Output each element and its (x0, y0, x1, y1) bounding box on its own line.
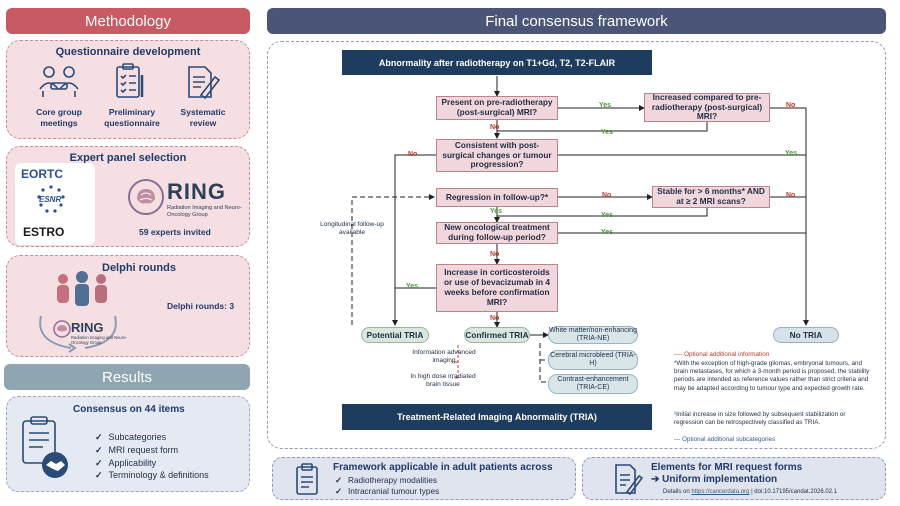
ring-logo-text: RING (167, 179, 226, 204)
delphi-rounds-count: Delphi rounds: 3 (167, 301, 235, 311)
core-group-icon (39, 66, 79, 97)
q-increased: Increased compared to pre-radiotherapy (… (644, 92, 770, 122)
legend-optional-sub: --- Optional additional subcategories (674, 436, 776, 443)
no-label: No (490, 124, 500, 131)
no-label: No (786, 102, 796, 109)
info-advanced-imaging: Information advanced imaging (412, 349, 476, 365)
no-label: No (602, 192, 612, 199)
applicability-item: Radiotherapy modalities (335, 475, 439, 486)
doi-text: | doi:10.17195/candat.2026.02.1 (751, 489, 838, 495)
results-item: MRI request form (95, 444, 209, 457)
applicability-list: Radiotherapy modalities Intracranial tum… (335, 475, 439, 497)
sub-tria-h: Cerebral microbleed (TRIA-H) (548, 350, 638, 370)
potential-tria: Potential TRIA (361, 327, 429, 343)
confirmed-tria: Confirmed TRIA (464, 327, 530, 343)
experts-invited: 59 experts invited (139, 227, 211, 237)
yes-label: Yes (785, 150, 798, 157)
edit-document-icon (615, 464, 643, 496)
elements-title: Elements for MRI request forms (651, 462, 803, 473)
ring-small-subtitle: Radiation Imaging and Neuro-Oncology Gro… (71, 335, 127, 345)
no-tria: No TRIA (773, 327, 839, 343)
sub-tria-ne: White matter/non-enhancing (TRIA-NE) (548, 326, 638, 344)
results-header: Results (4, 364, 250, 390)
ring-small-logo: RING (71, 320, 104, 335)
details-prefix: Details on (663, 489, 690, 495)
yes-label: Yes (601, 229, 614, 236)
q-consistent: Consistent with post-surgical changes or… (436, 139, 558, 172)
cycle-arrows-icon (39, 315, 117, 353)
no-label: No (408, 151, 418, 158)
footnote-initial-increase: ¹Initial increase in size followed by su… (674, 411, 846, 427)
expert-panel: Expert panel selection EORTC ESNR ESTRO … (6, 146, 250, 247)
questionnaire-panel: Questionnaire development Core group mee… (6, 40, 250, 139)
questionnaire-icon (116, 63, 144, 98)
expert-panel-title: Expert panel selection (69, 152, 187, 164)
applicability-panel: Framework applicable in adult patients a… (272, 457, 576, 500)
q-regression: Regression in follow-up?* (436, 188, 558, 207)
footnote-stability: *With the exception of high-grade glioma… (674, 360, 870, 392)
elements-panel: Elements for MRI request forms ➔ Uniform… (582, 457, 886, 500)
results-item: Applicability (95, 457, 209, 470)
esnr-logo: ESNR (39, 195, 62, 204)
q-stable: Stable for > 6 months* AND at ≥ 2 MRI sc… (652, 186, 770, 208)
q-present-pre-rt: Present on pre-radiotherapy (post-surgic… (436, 96, 558, 120)
delphi-panel: Delphi rounds RING Radiation Imaging and… (6, 255, 250, 357)
ring-subtitle: Radiation Imaging and Neuro-Oncology Gro… (167, 205, 242, 218)
preliminary-questionnaire-label: Preliminary questionnaire (104, 107, 160, 128)
yes-label: Yes (601, 129, 614, 136)
delphi-title: Delphi rounds (102, 262, 176, 274)
applicability-item: Intracranial tumour types (335, 486, 439, 497)
q-new-treatment: New oncological treatment during follow-… (436, 222, 558, 244)
framework-header: Final consensus framework (267, 8, 886, 34)
q-corticosteroids: Increase in corticosteroids or use of be… (436, 264, 558, 312)
applicability-title: Framework applicable in adult patients a… (333, 462, 553, 473)
clipboard-icon (296, 463, 318, 495)
people-group-icon (57, 271, 107, 306)
clipboard-handshake-icon (22, 416, 68, 478)
yes-label: Yes (490, 208, 503, 215)
yes-label: Yes (599, 102, 612, 109)
methodology-header: Methodology (6, 8, 250, 34)
esnr-stars-icon (37, 185, 65, 213)
ring-brain-icon (128, 179, 164, 215)
abnormality-box: Abnormality after radiotherapy on T1+Gd,… (342, 50, 652, 75)
legend-optional-info: ---- Optional additional information (674, 351, 770, 358)
no-label: No (490, 315, 500, 322)
systematic-review-label: Systematic review (180, 107, 226, 128)
questionnaire-title: Questionnaire development (55, 46, 201, 58)
info-high-dose: In high dose irradiated brain tissue (410, 373, 476, 389)
results-item: Subcategories (95, 431, 209, 444)
results-list: Subcategories MRI request form Applicabi… (95, 431, 209, 482)
results-title: Consensus on 44 items (73, 404, 185, 415)
details-line: Details on https://cancerdata.org | doi:… (663, 489, 837, 495)
yes-label: Yes (406, 283, 419, 290)
uniform-implementation: ➔ Uniform implementation (651, 474, 778, 485)
results-panel: Consensus on 44 items Subcategories MRI … (6, 396, 250, 492)
ring-small-icon (53, 320, 71, 338)
cancerdata-link[interactable]: https://cancerdata.org (691, 489, 750, 495)
eortc-logo: EORTC (21, 167, 63, 181)
core-group-label: Core group meetings (36, 107, 82, 128)
estro-logo: ESTRO (23, 225, 65, 239)
sub-tria-ce: Contrast-enhancement (TRIA-CE) (548, 374, 638, 394)
longitudinal-label: Longitudinal follow-up available (320, 221, 384, 237)
tria-box: Treatment-Related Imaging Abnormality (T… (342, 404, 652, 430)
no-label: No (786, 192, 796, 199)
systematic-review-icon (188, 66, 221, 100)
yes-label: Yes (601, 212, 614, 219)
partner-logos (15, 163, 95, 245)
no-label: No (490, 251, 500, 258)
results-item: Terminology & definitions (95, 469, 209, 482)
